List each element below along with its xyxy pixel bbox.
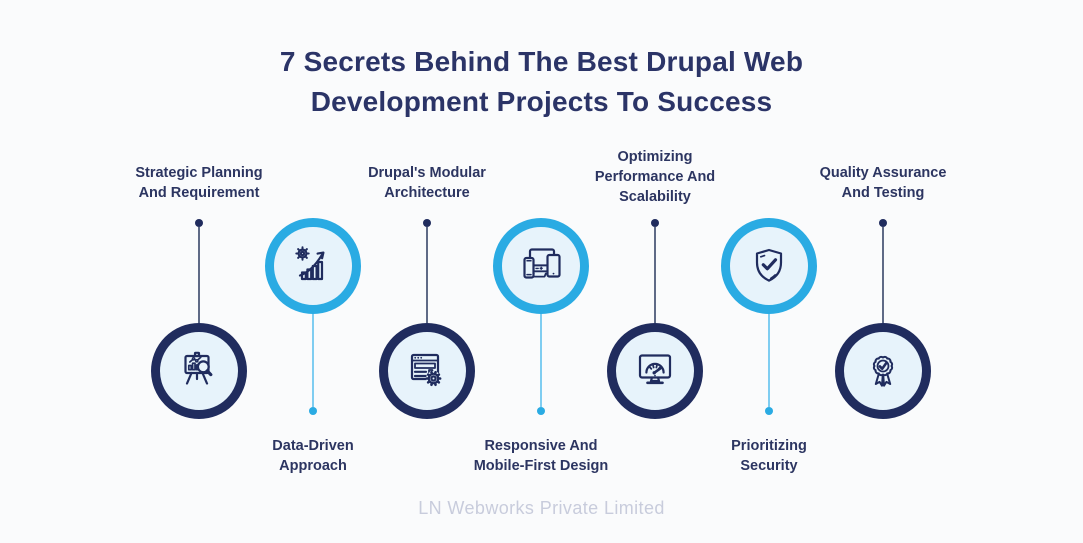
connector-line: [654, 227, 656, 323]
connector-line: [198, 227, 200, 323]
step-label-line: And Testing: [841, 185, 925, 201]
step-circle: [835, 323, 931, 419]
step-label-line: Responsive And: [484, 438, 598, 454]
browser-gear-icon: [410, 353, 442, 387]
step-label-line: Drupal's Modular: [368, 165, 486, 181]
connector-dot: [537, 407, 545, 415]
award-badge-icon: [872, 355, 894, 387]
step-label-line: Data-Driven: [272, 438, 354, 454]
page-title-line-2: Development Projects To Success: [310, 86, 773, 117]
connector-dot: [423, 219, 431, 227]
devices-icon: [523, 248, 561, 279]
step-circle: [265, 218, 361, 314]
connector-line: [540, 314, 542, 407]
step-label-line: Security: [740, 458, 798, 474]
step-circle: [607, 323, 703, 419]
step-circle: [721, 218, 817, 314]
step-label-responsive-design: Responsive And Mobile-First Design: [441, 436, 641, 476]
speedometer-monitor-icon: [638, 354, 672, 385]
step-label-line: Architecture: [384, 185, 470, 201]
step-label-performance: Optimizing Performance And Scalability: [555, 147, 755, 207]
growth-chart-gear-icon: [295, 246, 325, 281]
page-title-line-1: 7 Secrets Behind The Best Drupal Web: [279, 46, 804, 77]
step-label-line: Scalability: [619, 189, 691, 205]
step-label-strategic-planning: Strategic Planning And Requirement: [99, 163, 299, 203]
step-label-line: Approach: [279, 458, 347, 474]
step-circle: [151, 323, 247, 419]
connector-line: [882, 227, 884, 323]
presentation-analysis-icon: [184, 351, 213, 385]
brand-footer: LN Webworks Private Limited: [418, 498, 665, 518]
connector-line: [312, 314, 314, 407]
connector-dot: [309, 407, 317, 415]
connector-dot: [195, 219, 203, 227]
shield-check-icon: [755, 248, 783, 282]
connector-dot: [879, 219, 887, 227]
connector-line: [426, 227, 428, 323]
connector-dot: [651, 219, 659, 227]
step-label-line: Quality Assurance: [819, 165, 947, 181]
step-label-modular-architecture: Drupal's Modular Architecture: [327, 163, 527, 203]
connector-dot: [765, 407, 773, 415]
step-label-line: And Requirement: [138, 185, 260, 201]
page-title: 7 Secrets Behind The Best Drupal Web Dev…: [0, 42, 1083, 122]
step-label-data-driven: Data-Driven Approach: [213, 436, 413, 476]
step-circle: [493, 218, 589, 314]
step-label-line: Mobile-First Design: [473, 458, 609, 474]
step-label-quality-assurance: Quality Assurance And Testing: [783, 163, 983, 203]
step-label-line: Strategic Planning: [135, 165, 263, 181]
connector-line: [768, 314, 770, 407]
step-label-line: Prioritizing: [731, 438, 807, 454]
step-label-line: Optimizing: [617, 149, 693, 165]
step-circle: [379, 323, 475, 419]
step-label-security: Prioritizing Security: [669, 436, 869, 476]
step-label-line: Performance And: [594, 169, 716, 185]
